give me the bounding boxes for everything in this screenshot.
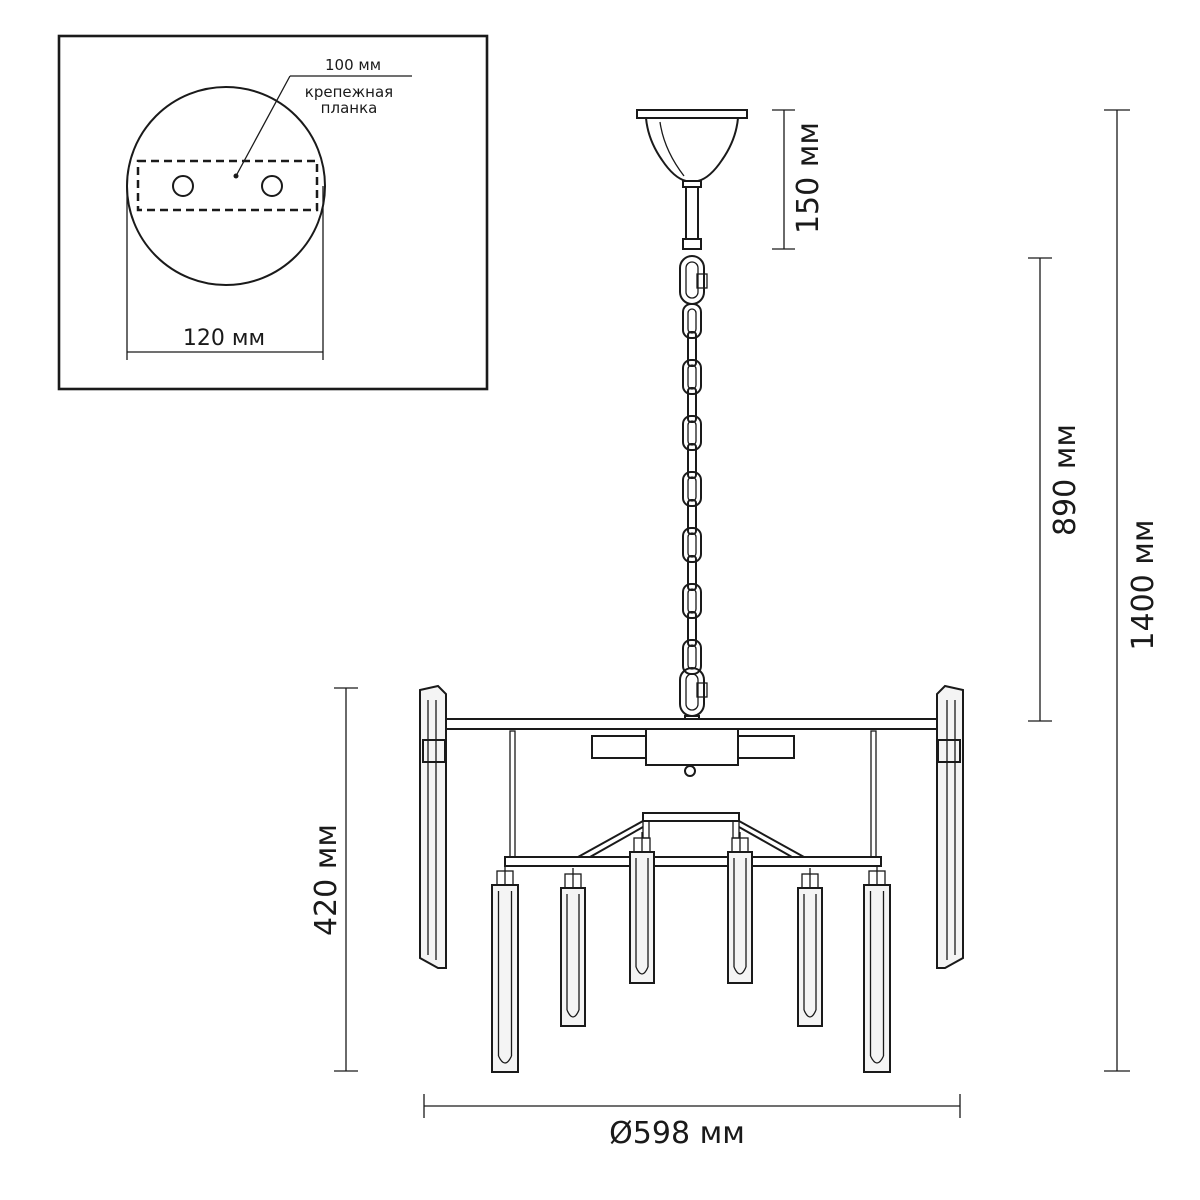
center-finial [684,765,696,777]
pendant-glass [727,851,753,984]
chain-link-side [687,611,697,647]
canopy [636,109,748,250]
chain [679,255,708,727]
mounting-hole-left [172,175,194,197]
pendant-tip [566,1009,580,1018]
plate-name-label-2: планка [321,99,378,117]
canopy-plate [636,109,748,119]
plate-width-label: 100 мм [325,56,381,74]
support-rod-left [509,730,516,858]
suspension-rod [685,186,699,240]
center-hub-right [737,735,795,759]
inner-top-plate [642,812,740,822]
canopy-top-view [126,86,326,286]
chain-link [682,303,702,339]
pendant-tip [869,1055,885,1064]
chain-quick-link-top [679,255,705,305]
canopy-diameter-label: 120 мм [183,326,265,351]
pendant-tip [733,966,747,975]
dimension-canopy-height: 150 мм [772,109,826,250]
chain-length-label: 890 мм [1048,424,1083,536]
plate-name-label: крепежная [305,83,393,101]
canopy-bell [644,117,740,182]
lower-ring [504,856,882,867]
crystal-pendant [629,832,655,984]
pendant-tip [497,1055,513,1064]
chain-link-side [687,499,697,535]
crystal-pendant [491,865,519,1073]
chain-link-inner [687,476,697,502]
dimension-body-height: 420 мм [309,687,358,1072]
dimension-chain-length: 890 мм [1028,257,1083,722]
top-crossbar [443,718,939,730]
pendant-tip [635,966,649,975]
pendant-glass [491,884,519,1073]
diameter-label: Ø598 мм [609,1116,745,1151]
side-prism-left [419,684,447,969]
chain-link-inner [687,308,697,334]
quick-link-nut-bottom [696,682,708,698]
mounting-plate-outline [136,159,319,212]
chain-link-side [687,331,697,367]
support-rod-right [870,730,877,858]
chain-link-inner [687,364,697,390]
chain-link-inner [687,420,697,446]
inner-hanger-rod [732,820,740,839]
chain-link-inner [687,644,697,670]
inset-frame [57,34,489,391]
crystal-pendants [491,832,891,1073]
dimension-total-height: 1400 мм [1104,109,1161,1072]
canopy-height-label: 150 мм [791,122,826,234]
center-hub [645,728,739,766]
frame-brace-left [577,820,644,858]
pendant-tip [803,1009,817,1018]
chain-link [682,639,702,675]
rod-connector [682,238,702,250]
plate-leader-line [235,75,291,177]
crystal-pendant [727,832,753,984]
crystal-pendant [560,868,586,1027]
mounting-inset: 100 мм крепежная планка 120 мм [57,34,489,391]
dimension-diameter: Ø598 мм [423,1094,961,1151]
chain-link-inner [687,588,697,614]
frame-brace-right [738,820,805,858]
crystal-pendant [863,865,891,1073]
quick-link-nut-top [696,273,708,289]
body-height-label: 420 мм [309,824,344,936]
center-hub-left [591,735,649,759]
chain-quick-link-top-inner [685,261,699,299]
chain-link-side [687,555,697,591]
chandelier-frame [443,718,939,867]
pendant-glass [797,887,823,1027]
pendant-glass [629,851,655,984]
chain-link-inner [687,532,697,558]
chain-link [682,527,702,563]
chain-link-side [687,387,697,423]
chain-quick-link-bottom [679,667,705,717]
pendant-glass [560,887,586,1027]
pendant-glass [863,884,891,1073]
chain-link-side [687,443,697,479]
total-height-label: 1400 мм [1126,519,1161,650]
chain-link [682,415,702,451]
canopy-bell-inner [659,121,685,177]
side-prism-right [936,684,964,969]
chain-link [682,583,702,619]
chain-link [682,359,702,395]
crystal-pendant [797,868,823,1027]
inner-hanger-rod [642,820,650,839]
mounting-hole-right [261,175,283,197]
chain-link [682,471,702,507]
